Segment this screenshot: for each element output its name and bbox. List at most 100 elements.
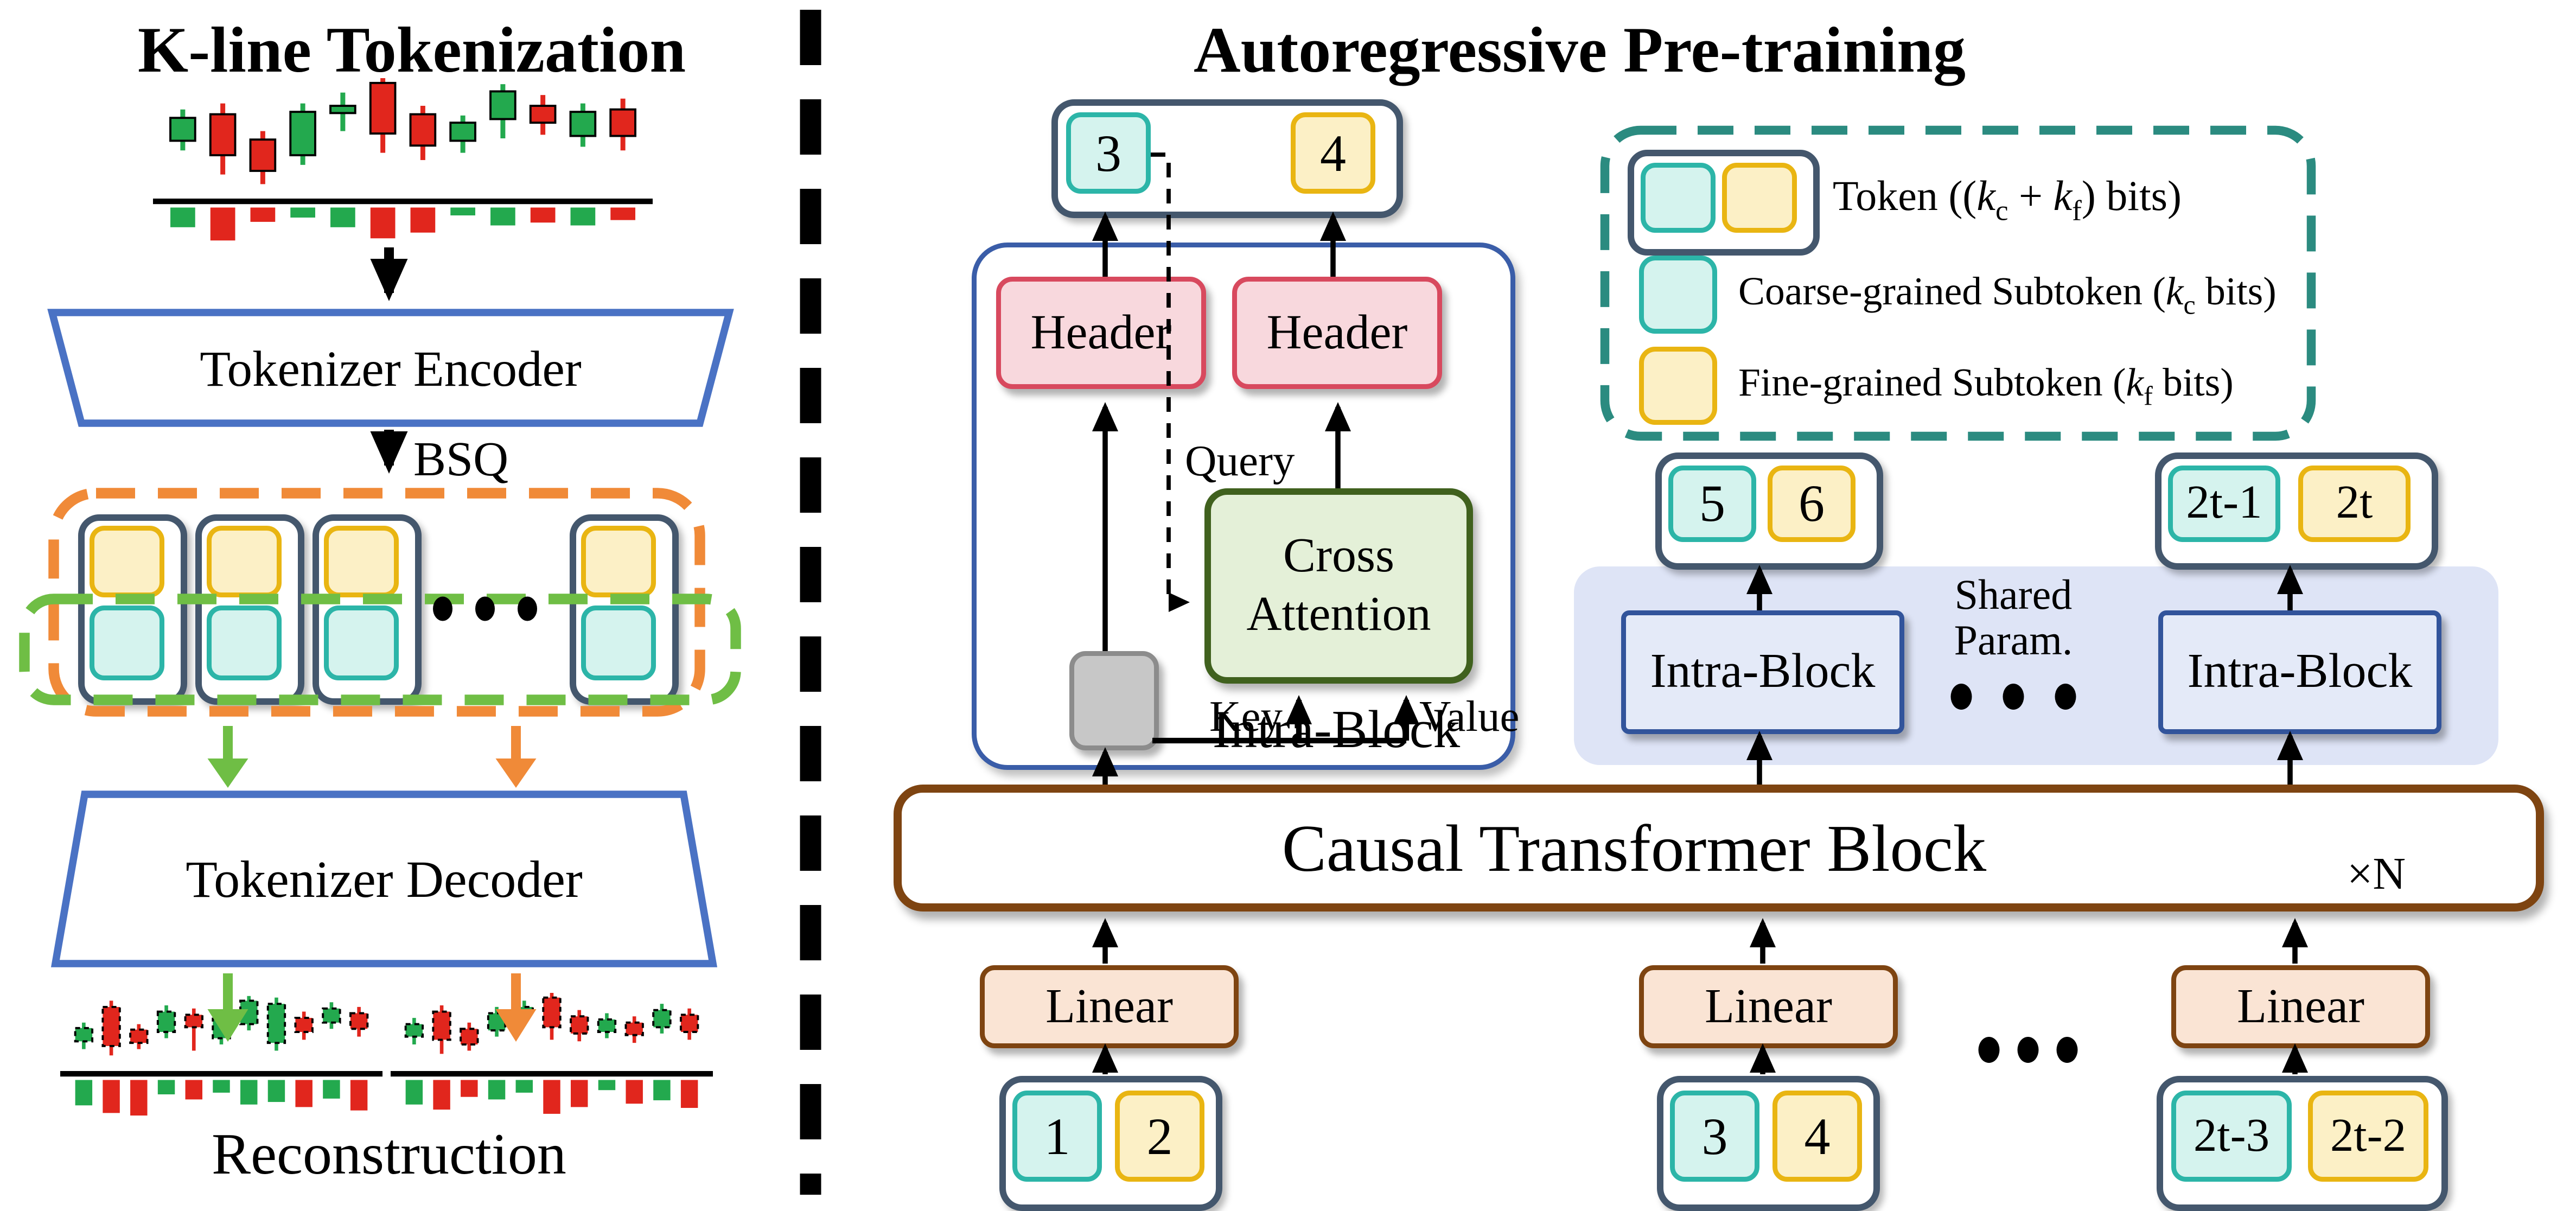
coarse-subtoken: 2t-1 xyxy=(2168,466,2280,542)
candle-body xyxy=(489,90,517,120)
input-token-pair: 3 4 xyxy=(1657,1076,1880,1211)
intra-block-compact: Intra-Block xyxy=(2158,610,2441,734)
coarse-subtoken xyxy=(324,606,399,680)
cross-attention-label: Cross Attention xyxy=(1246,529,1431,641)
coarse-subtoken xyxy=(581,606,656,680)
subtoken-value: 4 xyxy=(1804,1106,1831,1165)
candle-body xyxy=(209,113,237,157)
orange-down-arrow xyxy=(495,973,537,1042)
coarse-subtoken xyxy=(90,606,164,680)
volume-bar xyxy=(250,207,276,222)
volume-bar xyxy=(240,1080,258,1105)
output-token-pair: 3 4 xyxy=(1051,99,1403,218)
fine-subtoken xyxy=(581,526,656,597)
green-down-arrow xyxy=(207,973,248,1042)
orange-down-arrow xyxy=(495,726,537,788)
dot xyxy=(475,596,495,621)
candle-body xyxy=(239,999,259,1025)
header-label: Header xyxy=(1030,305,1172,359)
volume-bar xyxy=(530,207,556,223)
subtoken-value: 2t xyxy=(2336,477,2373,529)
kline-chart xyxy=(153,78,653,241)
volume-bar xyxy=(571,1080,588,1107)
chart-axis xyxy=(60,1071,382,1077)
candle-body xyxy=(449,122,476,142)
coarse-subtoken xyxy=(1641,163,1716,233)
header-label: Header xyxy=(1266,305,1408,359)
header-box: Header xyxy=(1232,277,1442,389)
query-label: Query xyxy=(1185,436,1295,485)
intra-block-label: Intra-Block xyxy=(1650,645,1876,698)
volume-bar xyxy=(267,1080,285,1102)
volume-bar xyxy=(290,207,315,218)
candle-body xyxy=(212,1017,231,1040)
legend-text: ) bits) xyxy=(2081,173,2182,220)
volume-bar xyxy=(350,1080,368,1111)
candle-body xyxy=(349,1012,369,1030)
candle-body xyxy=(542,996,562,1029)
bsq-label: BSQ xyxy=(413,433,509,487)
volume-bar xyxy=(570,207,596,226)
volume-bar xyxy=(170,207,195,227)
candle-body xyxy=(156,1010,176,1033)
intra-block-label: Intra-Block xyxy=(1212,700,1461,760)
volume-bar xyxy=(490,207,515,226)
legend-fine-icon xyxy=(1639,347,1717,425)
volume-bar xyxy=(75,1080,93,1106)
chart-axis xyxy=(153,199,653,205)
candle-body xyxy=(294,1017,314,1033)
candle-body xyxy=(101,1005,121,1047)
legend-coarse-label: Coarse-grained Subtoken (kc bits) xyxy=(1738,270,2277,322)
candle-body xyxy=(609,108,636,137)
volume-bar xyxy=(653,1080,671,1100)
right-panel-title: Autoregressive Pre-training xyxy=(1193,12,1966,86)
reconstruction-chart-right xyxy=(391,993,713,1114)
linear-box: Linear xyxy=(1639,965,1898,1048)
legend-text: Fine-grained Subtoken ( xyxy=(1738,361,2126,405)
tokenizer-decoder-label: Tokenizer Decoder xyxy=(186,850,583,908)
volume-bar xyxy=(461,1080,478,1097)
candle-body xyxy=(529,105,557,124)
linear-label: Linear xyxy=(1705,979,1832,1033)
cross-attention-box: Cross Attention xyxy=(1204,488,1473,684)
volume-bar xyxy=(410,207,436,233)
subtoken-value: 5 xyxy=(1699,474,1725,532)
legend-text: k xyxy=(1976,173,1995,220)
value-label: Value xyxy=(1419,692,1520,741)
intra-block-compact: Intra-Block xyxy=(1621,610,1904,734)
header-box: Header xyxy=(996,277,1206,389)
volume-bar xyxy=(543,1080,560,1114)
linear-label: Linear xyxy=(2237,979,2364,1033)
tokenizer-encoder-label: Tokenizer Encoder xyxy=(200,341,582,397)
volume-bar xyxy=(598,1080,616,1091)
linear-label: Linear xyxy=(1045,979,1173,1033)
volume-bar xyxy=(295,1080,313,1107)
legend-token-label: Token ((kc + kf) bits) xyxy=(1833,173,2182,228)
subtoken-value: 3 xyxy=(1701,1106,1728,1165)
legend-text: Token (( xyxy=(1833,173,1977,220)
volume-bar xyxy=(130,1080,148,1116)
token-pair xyxy=(570,514,679,705)
legend-token-icon xyxy=(1628,150,1820,256)
legend-coarse-icon xyxy=(1639,256,1717,334)
legend-text: k xyxy=(2165,270,2184,314)
candle-body xyxy=(369,81,397,135)
token-pair xyxy=(313,514,422,705)
fine-subtoken xyxy=(324,526,399,597)
subtoken-value: 4 xyxy=(1320,123,1346,182)
volume-bar xyxy=(210,207,235,241)
fine-subtoken: 2t-2 xyxy=(2308,1091,2428,1182)
candle-body xyxy=(266,1003,286,1044)
mid-token-pair: 2t-1 2t xyxy=(2155,452,2438,570)
fine-subtoken xyxy=(1722,163,1797,233)
fine-subtoken: 4 xyxy=(1772,1091,1862,1182)
legend-text: bits) xyxy=(2195,270,2277,314)
fine-subtoken: 2 xyxy=(1115,1091,1204,1182)
subtoken-value: 2t-1 xyxy=(2186,477,2262,529)
volume-bar xyxy=(405,1080,423,1105)
coarse-subtoken: 3 xyxy=(1066,112,1151,194)
legend-text: f xyxy=(2144,380,2153,412)
coarse-subtoken: 3 xyxy=(1670,1091,1759,1182)
candle-body xyxy=(624,1021,644,1036)
volume-bar xyxy=(103,1080,120,1113)
